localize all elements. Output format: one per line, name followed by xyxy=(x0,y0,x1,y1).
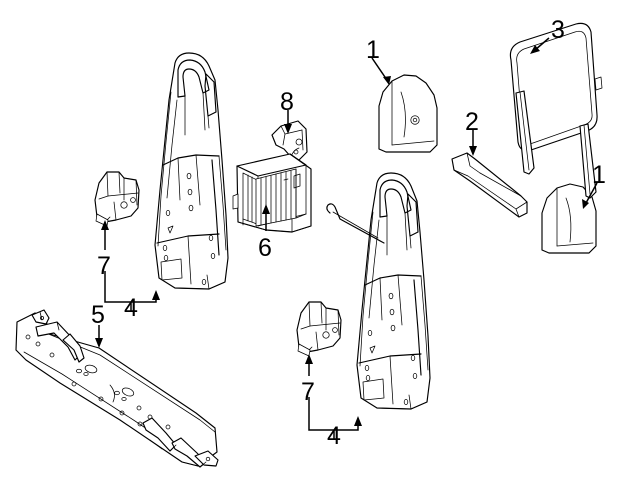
part-headrest-cover-left[interactable] xyxy=(378,74,438,153)
callout-3: 3 xyxy=(551,16,565,44)
callout-7-left: 7 xyxy=(97,252,111,280)
callout-6: 6 xyxy=(258,234,272,262)
leader-5 xyxy=(95,325,103,348)
callout-1-right: 1 xyxy=(592,161,606,189)
leader-1-right xyxy=(582,182,598,209)
part-hinge-bracket-left[interactable] xyxy=(94,171,140,227)
part-hinge-bracket-right[interactable] xyxy=(296,301,342,357)
leader-2 xyxy=(469,130,477,156)
leader-1-left xyxy=(371,57,391,85)
callout-2: 2 xyxy=(465,108,479,136)
part-seat-back-frame-right[interactable] xyxy=(326,172,431,410)
part-ribbed-storage-tray[interactable] xyxy=(232,153,312,233)
callout-4-right: 4 xyxy=(327,422,341,450)
callout-5: 5 xyxy=(91,301,105,329)
leader-3 xyxy=(530,37,550,54)
callout-7-right: 7 xyxy=(301,378,315,406)
part-seat-back-frame-left[interactable] xyxy=(154,52,229,290)
callout-8: 8 xyxy=(280,88,294,116)
leader-6 xyxy=(262,204,270,231)
part-crossmember[interactable] xyxy=(15,309,219,468)
part-headrest-wire-frame[interactable] xyxy=(509,22,603,199)
leader-7-4-left xyxy=(101,220,160,312)
leader-7-4-right xyxy=(305,354,362,440)
part-trim-channel[interactable] xyxy=(451,152,528,218)
callout-1-left: 1 xyxy=(366,36,380,64)
leader-8 xyxy=(284,110,292,134)
callout-4-left: 4 xyxy=(124,294,138,322)
